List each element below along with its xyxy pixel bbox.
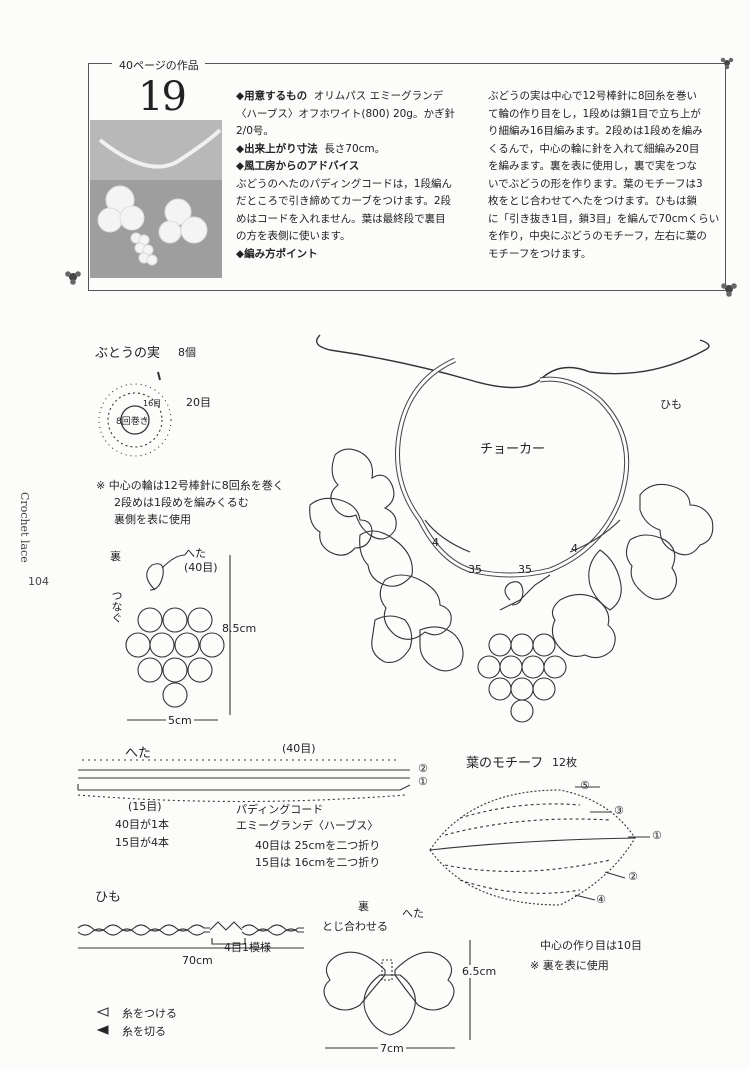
points-line: 枚をとじ合わせてへたをつけます。ひもは鎖 [488, 195, 697, 207]
points-line: て輪の作り目をし，1段めは鎖1目で立ち上が [488, 107, 701, 120]
points-line: モチーフをつけます。 [488, 247, 592, 260]
grape-width: 5cm [166, 714, 194, 727]
heta-note-2: 15目が4本 [115, 836, 169, 849]
heta-note-1: 40目が1本 [115, 818, 169, 831]
corner-ornament-icon [720, 280, 738, 298]
legend-marks [96, 1007, 109, 1035]
legend-cut: 糸を切る [122, 1025, 166, 1038]
heta-title: へた [125, 746, 152, 761]
materials-text-1: オリムパス エミーグランデ [313, 90, 444, 102]
points-line: り細編み16目編みます。2段めは1段めを編み [488, 125, 703, 137]
materials-text-2: 〈ハーブス〉オフホワイト(800) 20g。かぎ針 [236, 107, 455, 120]
choker-diagram [309, 334, 714, 723]
choker-num-4-left: 4 [432, 536, 439, 549]
grape-cluster-diagram [125, 554, 231, 721]
header-rule-bottom [88, 290, 725, 291]
product-photo [90, 120, 222, 278]
header-rule-top [205, 63, 725, 64]
points-line: を編みます。裏を表に使用し，裏で実をつな [488, 160, 697, 172]
leaf-row-5: ⑤ [580, 779, 590, 792]
points-line: ぶどうの実は中心で12号棒針に8回糸を巻い [488, 90, 698, 102]
size-label: ◆出来上がり寸法 [236, 142, 318, 155]
advice-label: ◆風工房からのアドバイス [236, 160, 360, 172]
heta-chart [77, 759, 411, 803]
materials-section: ◆用意するもの オリムパス エミーグランデ 〈ハーブス〉オフホワイト(800) … [236, 88, 486, 263]
grape-ring-label: 8回巻き [116, 417, 149, 427]
grape-stitch-16: 16目 [143, 399, 162, 408]
himo-pattern: 4目1模様 [224, 941, 271, 954]
leaf-title: 葉のモチーフ [466, 756, 544, 771]
leaf-row-3: ③ [614, 804, 624, 817]
points-line: に「引き抜き1目，鎖3目」を編んで70cmくらい [488, 212, 720, 225]
grape-note-3: 裏側を表に使用 [114, 513, 191, 526]
choker-num-4-right: 4 [571, 542, 578, 555]
grape-stitch-20: 20目 [186, 396, 211, 409]
leaf-row-4: ④ [596, 893, 606, 906]
choker-title: チョーカー [480, 442, 546, 457]
corner-ornament-icon [64, 268, 82, 286]
header-rule-right-v [725, 63, 726, 290]
advice-line: めはコードを入れません。葉は最終段で裏目 [236, 212, 446, 225]
leaf-row-1: ① [652, 829, 662, 842]
leaf-set-diagram [323, 940, 471, 1049]
side-title: Crochet lace [18, 492, 31, 563]
grape-height: 8.5cm [222, 622, 257, 635]
points-label: ◆編み方ポイント [236, 247, 318, 260]
grape-title: ぶとうの実 [95, 346, 161, 361]
choker-num-35-left: 35 [468, 563, 482, 576]
leaf-note-2: ※ 裏を表に使用 [530, 959, 609, 972]
page-number: 104 [28, 575, 49, 588]
pattern-number: 19 [138, 74, 187, 120]
leafset-back-label: 裏 [358, 900, 369, 913]
heta-fold-1: 40目は 25cmを二つ折り [255, 839, 381, 852]
leafset-width: 7cm [378, 1042, 406, 1055]
heta-count-top: (40目) [282, 742, 316, 755]
choker-num-35-right: 35 [518, 563, 532, 576]
himo-length: 70cm [180, 954, 215, 967]
header-rule-left-v [88, 63, 89, 290]
points-line: いでぶどうの形を作ります。葉のモチーフは3 [488, 177, 703, 190]
points-line: を作り，中央にぶどうのモチーフ，左右に葉の [488, 230, 707, 242]
heta-cord-1: パディングコード [236, 803, 324, 816]
heta-fold-2: 15目は 16cmを二つ折り [255, 856, 381, 869]
choker-himo-label: ひも [660, 398, 682, 411]
heta-row-1: ① [418, 775, 428, 788]
materials-text-3: 2/0号。 [236, 125, 274, 137]
heta-count-bottom: (15目) [128, 800, 162, 813]
leaf-note-1: 中心の作り目は10目 [540, 939, 642, 952]
page-reference: 40ページの作品 [115, 57, 203, 73]
grape-back-label: 裏 [110, 550, 121, 563]
leaf-row-2: ② [628, 870, 638, 883]
points-section: ぶどうの実は中心で12号棒針に8回糸を巻い て輪の作り目をし，1段めは鎖1目で立… [488, 88, 723, 263]
leafset-join-label: とじ合わせる [322, 920, 388, 933]
size-text: 長さ70cm。 [324, 142, 386, 155]
materials-label: ◆用意するもの [236, 90, 308, 102]
leaf-count: 12枚 [552, 756, 577, 769]
heta-cord-2: エミーグランデ〈ハーブス〉 [236, 819, 379, 832]
grape-heta-label: へた [184, 547, 206, 560]
header-rule-left [88, 63, 112, 64]
advice-line: だところで引き締めてカーブをつけます。2段 [236, 195, 451, 207]
grape-note-1: ※ 中心の輪は12号棒針に8回糸を巻く [96, 479, 284, 492]
grape-note-2: 2段めは1段めを編みくるむ [114, 496, 249, 509]
grape-heta-count: (40目) [184, 561, 218, 574]
heta-row-2: ② [418, 762, 428, 775]
leafset-height: 6.5cm [462, 965, 497, 978]
advice-line: の方を表側に使います。 [236, 230, 351, 242]
legend-attach: 糸をつける [122, 1007, 177, 1020]
himo-title: ひも [95, 890, 122, 905]
grape-count: 8個 [178, 346, 196, 359]
grape-join-label: つなぐ [110, 590, 123, 623]
leafset-heta-label: へた [402, 907, 424, 920]
corner-ornament-icon [720, 56, 734, 70]
points-line: くるんで，中心の輪に針を入れて細編み20目 [488, 142, 700, 155]
advice-line: ぶどうのへたのパディングコードは，1段編ん [236, 177, 452, 190]
